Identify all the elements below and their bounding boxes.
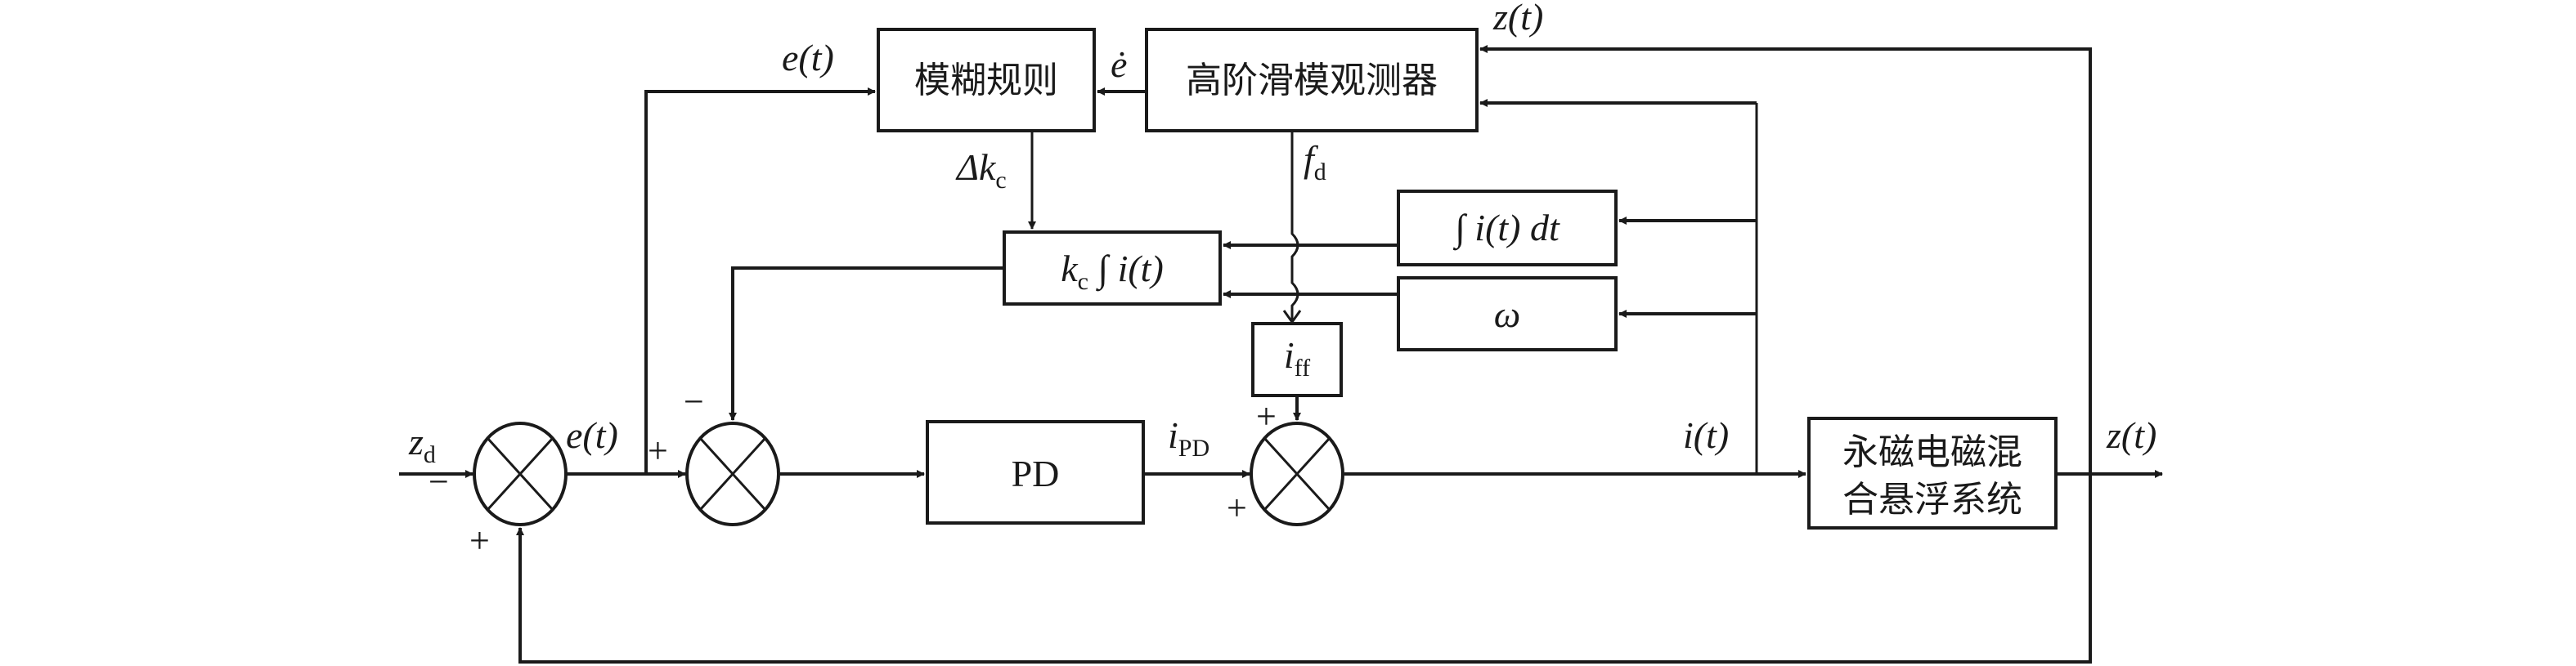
omega-label: ω <box>1494 293 1520 335</box>
sum3-plus-top-sign: + <box>1256 396 1277 436</box>
omega-block: ω <box>1397 276 1618 351</box>
sum3-plus-left-sign: + <box>1227 488 1247 528</box>
fuzzy-rules-label: 模糊规则 <box>914 60 1058 101</box>
z-top-label: z(t) <box>1492 0 1543 38</box>
error-label: e(t) <box>566 414 618 456</box>
fuzzy-rules-block: 模糊规则 <box>877 28 1096 132</box>
plant-block: 永磁电磁混 合悬浮系统 <box>1807 417 2058 530</box>
summing-junction-2 <box>685 422 780 526</box>
error-branch-to-fuzzy <box>644 87 876 474</box>
integral-block: ∫ i(t) dt <box>1397 190 1618 266</box>
zd-label: zd <box>408 421 436 468</box>
pd-block: PD <box>926 420 1145 525</box>
fd-line <box>1290 131 1299 320</box>
pd-label: PD <box>1012 453 1060 494</box>
output-label: z(t) <box>2106 414 2156 456</box>
plant-label-line1: 永磁电磁混 <box>1842 431 2022 473</box>
feedback-loop <box>516 474 2092 664</box>
sum1-plus-sign: + <box>469 521 490 561</box>
edot-label: ė <box>1111 43 1127 85</box>
error-top-label: e(t) <box>782 37 834 78</box>
sum2-plus-sign: + <box>648 431 668 471</box>
observer-block: 高阶滑模观测器 <box>1145 28 1479 132</box>
sum2-minus-sign: − <box>684 382 704 422</box>
kc-to-sum2-line <box>729 266 1004 421</box>
integral-label: ∫ i(t) dt <box>1452 207 1560 251</box>
plant-label-line2: 合悬浮系统 <box>1842 479 2022 521</box>
fd-label: fd <box>1304 138 1326 185</box>
iff-label: iff <box>1284 334 1310 382</box>
current-label: i(t) <box>1683 414 1729 456</box>
ipd-label: iPD <box>1168 414 1209 462</box>
summing-junction-3 <box>1250 422 1344 526</box>
kc-integral-block: kc ∫ i(t) <box>1003 230 1222 306</box>
observer-label: 高阶滑模观测器 <box>1186 60 1438 101</box>
z-to-observer-line <box>1479 45 2092 474</box>
iff-block: iff <box>1251 322 1343 397</box>
kc-integral-label: kc ∫ i(t) <box>1061 248 1164 295</box>
sum1-minus-sign: − <box>429 462 449 502</box>
fd-arrowhead <box>1282 310 1302 324</box>
delta-kc-label: Δkc <box>955 146 1007 194</box>
summing-junction-1 <box>473 422 568 526</box>
